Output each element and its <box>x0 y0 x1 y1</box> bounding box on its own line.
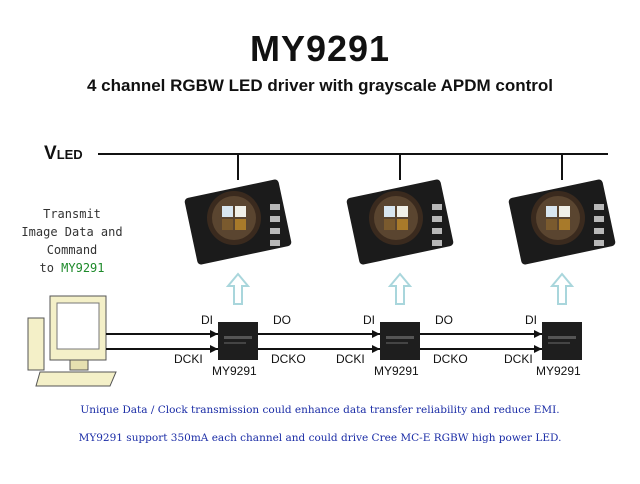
led-module-2 <box>346 179 454 265</box>
chip-name-2: MY9291 <box>374 364 419 378</box>
pin-do-1: DO <box>273 313 291 327</box>
diagram-title: MY9291 <box>249 28 391 69</box>
pin-dcki-1: DCKI <box>174 352 203 366</box>
pin-di-1: DI <box>201 313 213 327</box>
pin-di-2: DI <box>363 313 375 327</box>
transmit-label: Transmit Image Data and Command to MY929… <box>21 207 123 275</box>
arrow-up-icon-2 <box>387 272 413 305</box>
note-current: MY9291 support 350mA each channel and co… <box>78 432 562 444</box>
vled-label: VLED <box>44 143 83 164</box>
led-module-1 <box>184 179 292 265</box>
pin-dcki-2: DCKI <box>336 352 365 366</box>
pin-dcki-3: DCKI <box>504 352 533 366</box>
driver-chip-2 <box>380 322 420 360</box>
pin-di-3: DI <box>525 313 537 327</box>
arrow-up-icon-3 <box>549 272 575 305</box>
note-transmission: Unique Data / Clock transmission could e… <box>80 404 560 416</box>
chip-name-1: MY9291 <box>212 364 257 378</box>
arrow-up-icon-1 <box>225 272 251 305</box>
led-module-3 <box>508 179 616 265</box>
pin-dcko-1: DCKO <box>271 352 306 366</box>
chip-name-3: MY9291 <box>536 364 581 378</box>
driver-chip-3 <box>542 322 582 360</box>
computer-icon <box>27 295 117 387</box>
pin-dcko-2: DCKO <box>433 352 468 366</box>
driver-chip-1 <box>218 322 258 360</box>
diagram-subtitle: 4 channel RGBW LED driver with grayscale… <box>86 76 554 95</box>
pin-do-2: DO <box>435 313 453 327</box>
